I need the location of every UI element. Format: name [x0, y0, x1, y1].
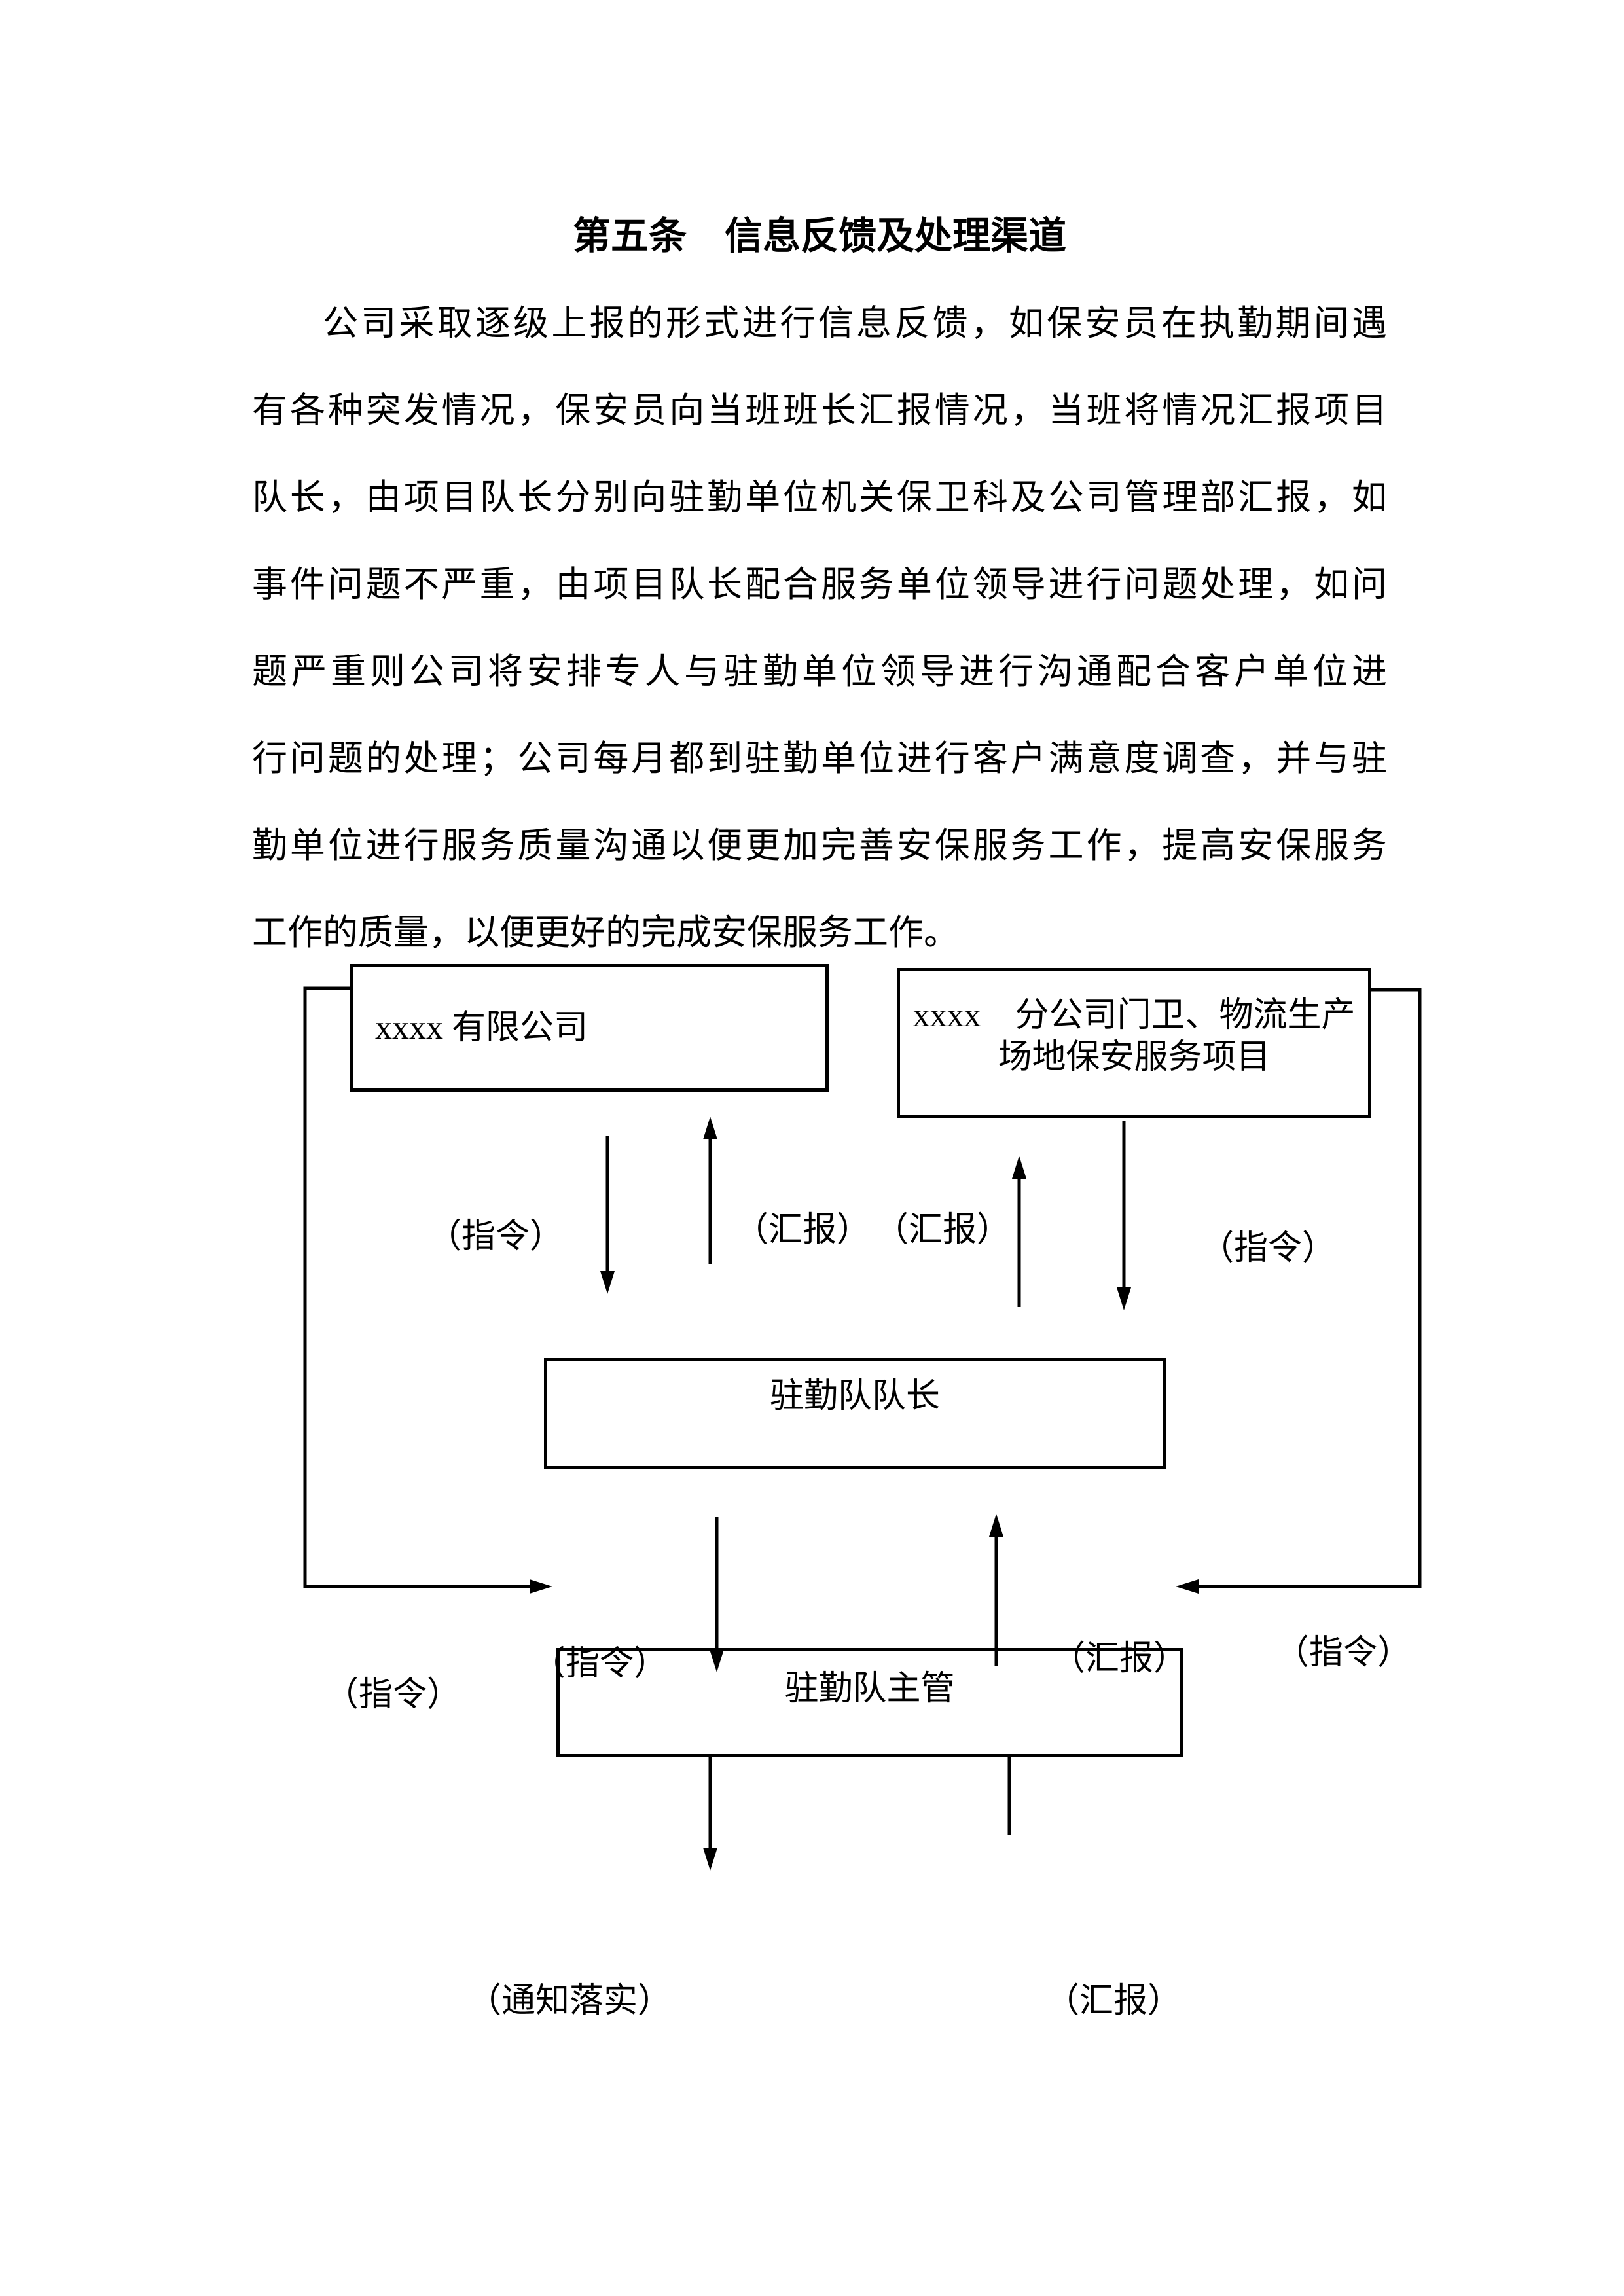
body-line: 行问题的处理；公司每月都到驻勤单位进行客户满意度调查，并与驻	[252, 739, 1387, 778]
flow-box-captain-label: 驻勤队队长	[769, 1378, 940, 1415]
body-line: 有各种突发情况，保安员向当班班长汇报情况，当班将情况汇报项目	[252, 391, 1387, 430]
label-report-bottom: （汇报）	[1045, 1982, 1182, 2020]
body-line: 事件问题不严重，由项目队长配合服务单位领导进行问题处理，如问	[252, 565, 1387, 604]
flow-box-supervisor-label: 驻勤队主管	[784, 1670, 955, 1708]
label-command-right-top: （指令）	[1199, 1230, 1337, 1267]
label-command-supervisor-left: （指令）	[531, 1645, 668, 1683]
flow-box-project-line1: xxxx 分公司门卫、物流生产	[912, 997, 1356, 1034]
body-line: 工作的质量，以便更好的完成安保服务工作。	[252, 913, 959, 952]
body-paragraph: 公司采取逐级上报的形式进行信息反馈，如保安员在执勤期间遇 有各种突发情况，保安员…	[252, 280, 1387, 977]
flow-box-company-label: xxxx 有限公司	[375, 1009, 588, 1047]
label-report-supervisor-right: （汇报）	[1051, 1640, 1188, 1677]
label-command-far-right: （指令）	[1274, 1634, 1412, 1672]
label-report-middle-1: （汇报）	[734, 1211, 871, 1249]
label-report-middle-2: （汇报）	[874, 1211, 1011, 1249]
arrow-command-company-to-captain	[600, 1136, 615, 1294]
body-line: 勤单位进行服务质量沟通以便更加完善安保服务工作，提高安保服务	[252, 826, 1387, 865]
page-title: 第五条 信息反馈及处理渠道	[572, 215, 1066, 257]
connector-lines	[303, 986, 1422, 1871]
arrow-command-project-outer-route	[1176, 988, 1422, 1594]
flow-box-project-line2: 场地保安服务项目	[998, 1039, 1271, 1076]
arrow-notify-supervisor-down	[703, 1757, 717, 1871]
arrow-report-captain-to-project	[1012, 1156, 1026, 1307]
arrow-command-company-outer-route	[303, 986, 552, 1594]
arrow-command-captain-to-supervisor	[710, 1517, 724, 1672]
label-command-far-left: （指令）	[324, 1676, 461, 1713]
body-line: 队长，由项目队长分别向驻勤单位机关保卫科及公司管理部汇报，如	[252, 478, 1387, 517]
flow-box-project-label: xxxx 分公司门卫、物流生产 场地保安服务项目	[912, 995, 1355, 1115]
flow-diagram: xxxx 有限公司 xxxx 分公司门卫、物流生产 场地保安服务项目 驻勤队队长…	[0, 949, 1624, 2088]
label-notify-bottom: （通知落实）	[467, 1982, 672, 2020]
arrow-command-project-to-captain	[1117, 1121, 1131, 1310]
arrow-report-captain-to-company	[703, 1117, 717, 1264]
flow-box-captain: 驻勤队队长	[544, 1358, 1166, 1469]
arrow-report-supervisor-to-captain	[989, 1514, 1003, 1666]
label-command-left-top: （指令）	[427, 1218, 564, 1255]
body-line: 题严重则公司将安排专人与驻勤单位领导进行沟通配合客户单位进	[252, 652, 1387, 691]
flow-box-company: xxxx 有限公司	[350, 964, 829, 1092]
flow-box-supervisor: 驻勤队主管	[556, 1648, 1183, 1757]
flow-box-project: xxxx 分公司门卫、物流生产 场地保安服务项目	[897, 968, 1371, 1118]
body-line: 公司采取逐级上报的形式进行信息反馈，如保安员在执勤期间遇	[323, 304, 1387, 343]
